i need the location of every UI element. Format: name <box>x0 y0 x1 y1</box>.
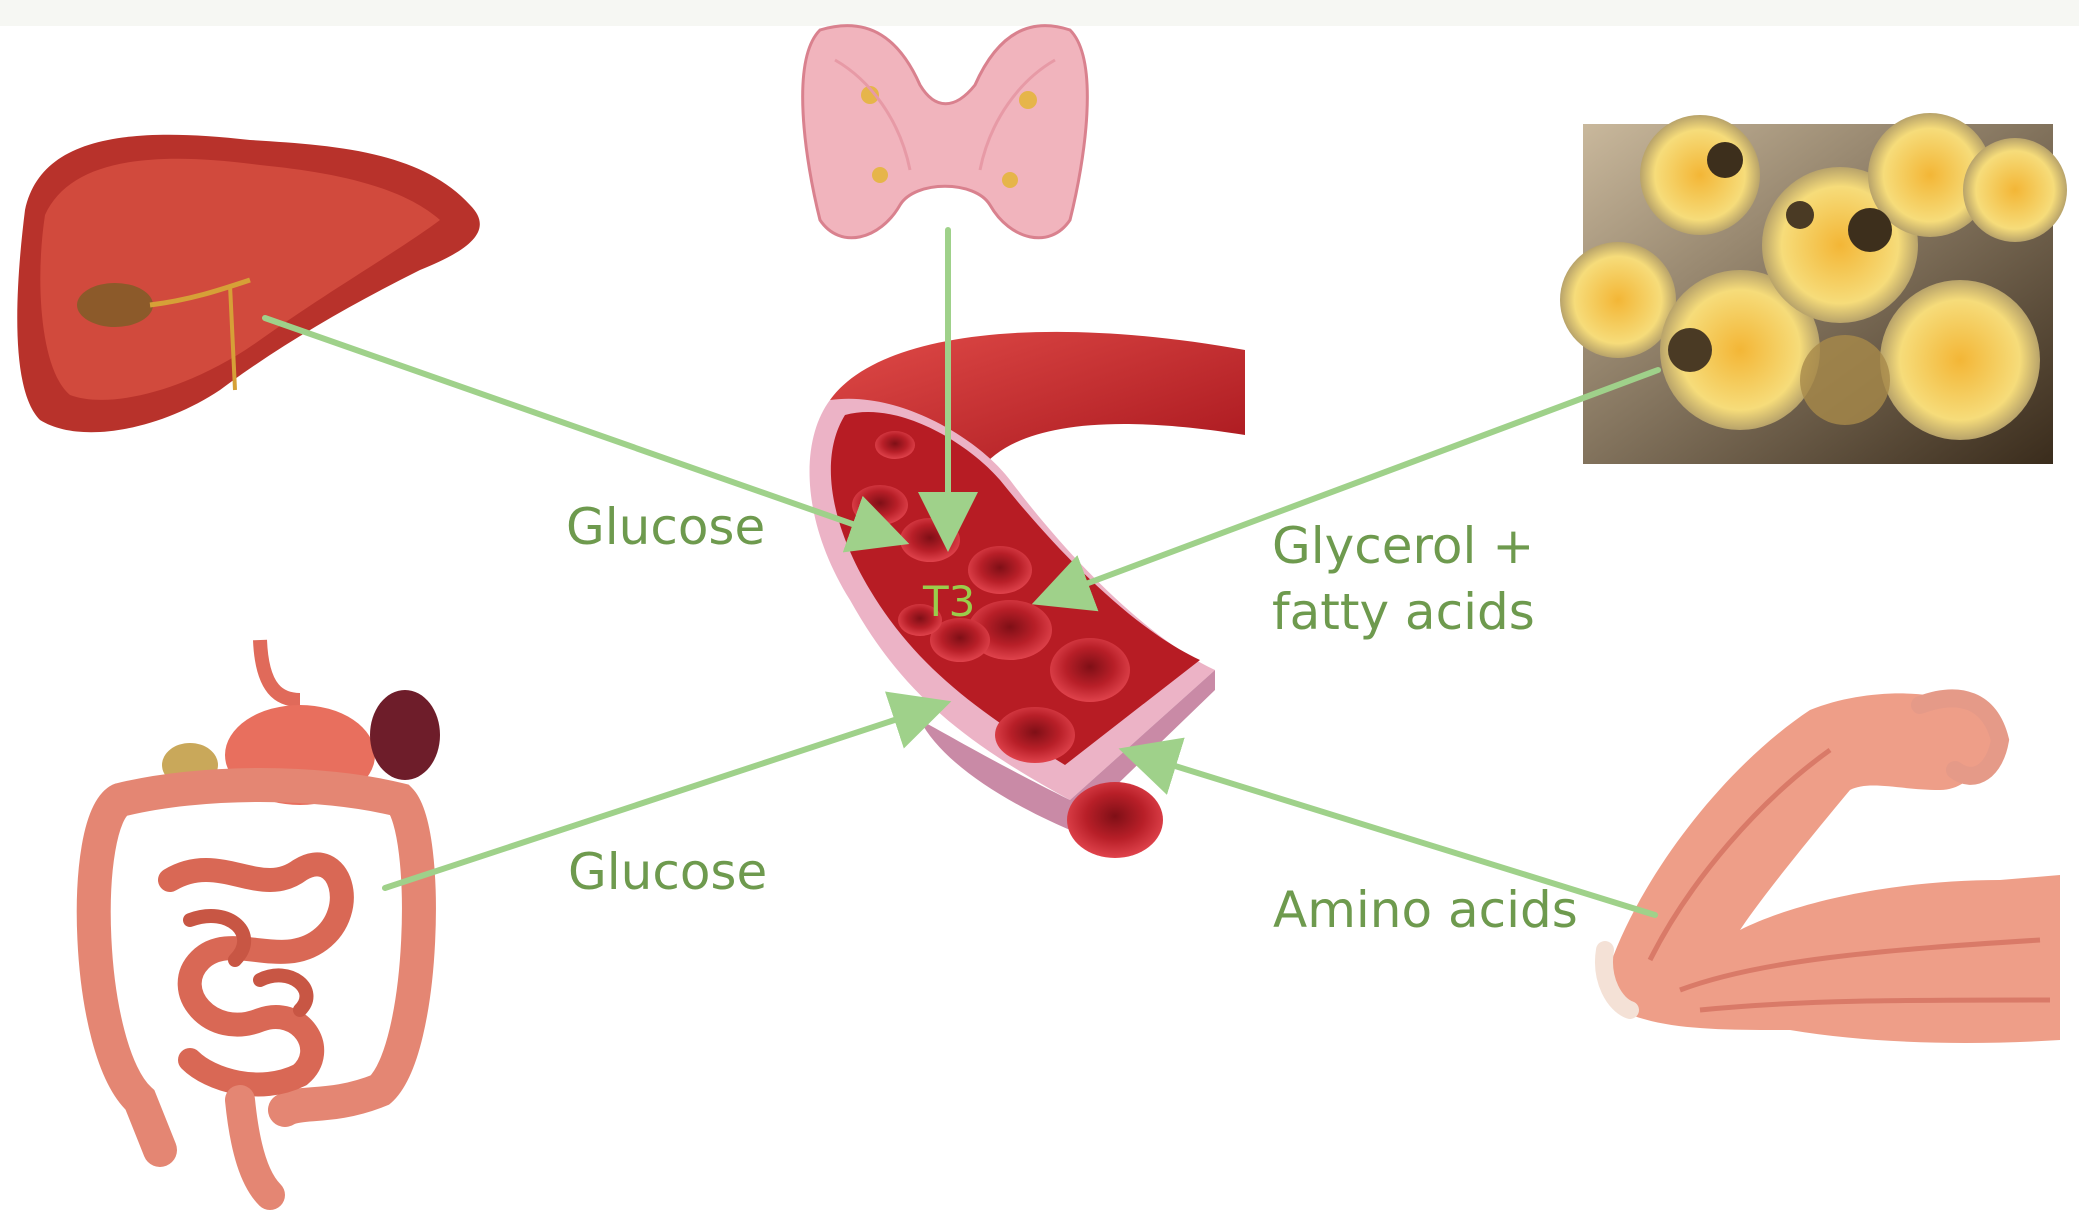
intestines-icon <box>76 639 440 1210</box>
arm-muscle-icon <box>1595 689 2060 1043</box>
arrow-intestine-to-blood <box>382 691 952 891</box>
top-band <box>0 0 2079 26</box>
arrows <box>262 227 1661 918</box>
liver-glucose-label: Glucose <box>566 498 766 556</box>
intestine-glucose-label: Glucose <box>568 843 768 901</box>
arrow-fat-to-blood <box>1031 367 1661 612</box>
blood-vessel-icon <box>809 331 1245 858</box>
fat-output-label-line2: fatty acids <box>1272 583 1535 641</box>
arrow-muscle-to-blood <box>1118 737 1658 918</box>
muscle-amino-acids-label: Amino acids <box>1273 881 1578 939</box>
arrow-liver-to-blood <box>262 315 910 553</box>
liver-icon <box>17 134 480 433</box>
thyroid-icon <box>801 24 1089 240</box>
fat-cells-icon <box>1560 113 2067 464</box>
fat-output-label-line1: Glycerol + <box>1272 517 1535 575</box>
t3-label: T3 <box>923 577 976 626</box>
